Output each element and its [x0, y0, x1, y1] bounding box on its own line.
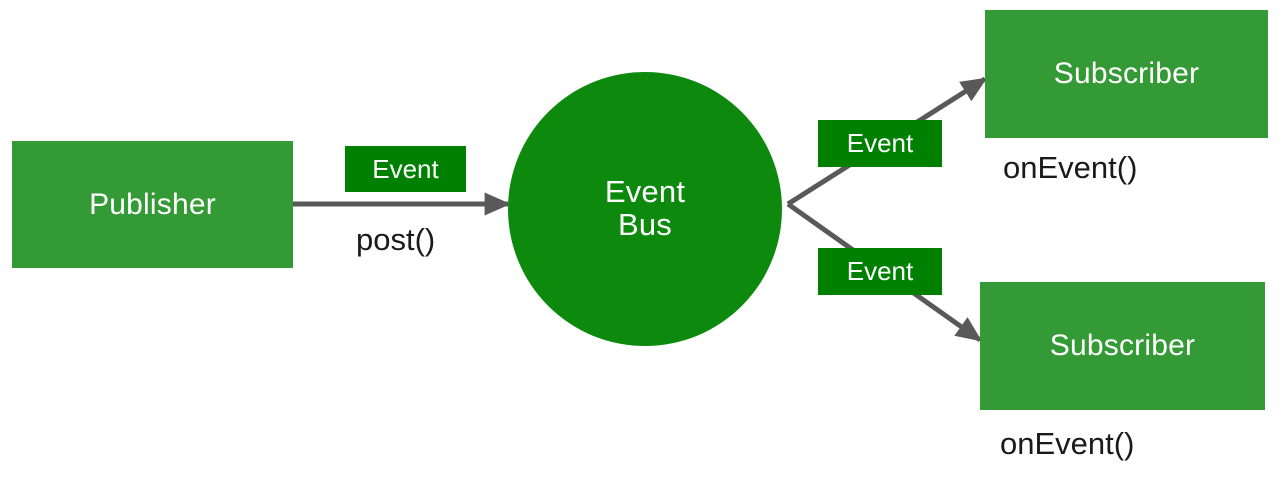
node-subscriber-top-label: Subscriber [1053, 57, 1200, 90]
caption-post-method: post() [356, 222, 436, 257]
edge-label-bus-to-subscriber-top: Event [818, 120, 942, 167]
edge-label-publisher-to-bus: Event [345, 146, 466, 192]
edge-label-bus-to-subscriber-bottom: Event [818, 248, 942, 295]
node-subscriber-bottom[interactable]: Subscriber [980, 282, 1265, 410]
node-event-bus-label-line2: Bus [617, 207, 673, 242]
caption-onevent-top: onEvent() [1003, 150, 1138, 185]
node-event-bus[interactable]: Event Bus [508, 72, 782, 346]
caption-onevent-bottom: onEvent() [1000, 426, 1135, 461]
node-event-bus-label-line1: Event [604, 174, 686, 210]
node-publisher[interactable]: Publisher [12, 141, 293, 268]
node-subscriber-bottom-label: Subscriber [1049, 329, 1196, 362]
node-publisher-label: Publisher [89, 187, 216, 221]
node-subscriber-top[interactable]: Subscriber [985, 10, 1268, 138]
